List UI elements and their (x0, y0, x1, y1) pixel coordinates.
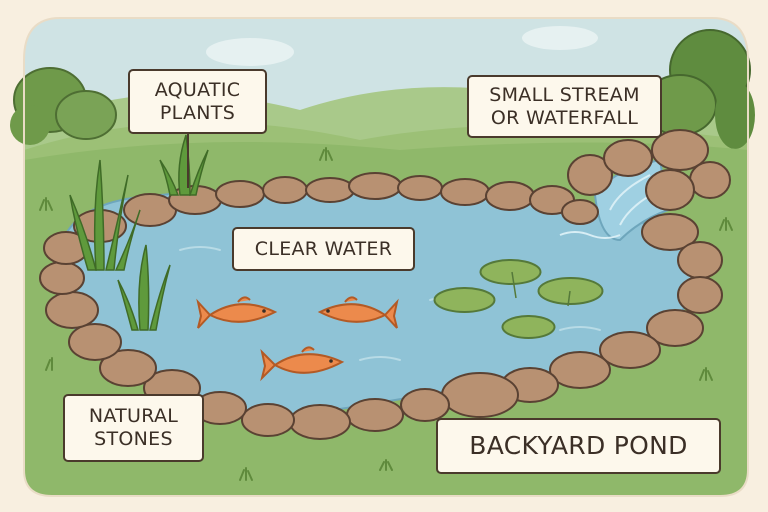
stone-icon (561, 199, 599, 225)
stone-icon (441, 372, 519, 418)
stone-icon (603, 139, 653, 177)
stone-icon (645, 169, 695, 211)
title-backyard-pond: BACKYARD POND (436, 418, 721, 474)
stone-icon (397, 175, 443, 201)
fish-icon (196, 296, 278, 329)
label-natural-stones: NATURAL STONES (63, 394, 204, 462)
stone-icon (485, 181, 535, 211)
lily-pad-icon (433, 259, 604, 339)
label-line: AQUATIC (154, 78, 241, 101)
label-line: OR WATERFALL (490, 106, 639, 129)
stone-icon (348, 172, 402, 200)
stone-icon (400, 388, 450, 422)
title-text: BACKYARD POND (469, 431, 688, 460)
stone-icon (241, 403, 295, 437)
label-line: PLANTS (159, 101, 236, 124)
label-aquatic-plants: AQUATIC PLANTS (128, 69, 267, 134)
stone-icon (68, 323, 122, 361)
stone-icon (99, 349, 157, 387)
fish-icon (317, 296, 399, 329)
stone-icon (45, 291, 99, 329)
stone-icon (262, 176, 308, 204)
stone-icon (641, 213, 699, 251)
reed-icon (69, 134, 209, 271)
stone-icon (567, 154, 613, 196)
stone-icon (599, 331, 661, 369)
stone-border (39, 129, 731, 440)
label-clear-water: CLEAR WATER (232, 227, 415, 271)
stone-icon (440, 178, 490, 206)
stone-icon (677, 241, 723, 279)
stone-icon (289, 404, 351, 440)
label-line: CLEAR WATER (254, 237, 393, 260)
stone-icon (215, 180, 265, 208)
lily-pad-stems (511, 271, 571, 307)
stone-icon (689, 161, 731, 199)
label-small-stream: SMALL STREAM OR WATERFALL (467, 75, 662, 138)
stone-icon (549, 351, 611, 389)
stone-icon (346, 398, 404, 432)
stone-icon (39, 261, 85, 295)
label-line: SMALL STREAM (489, 83, 640, 106)
stone-icon (651, 129, 709, 171)
stone-icon (305, 177, 355, 203)
grass-tufts (39, 147, 733, 481)
left-trees (10, 67, 117, 145)
label-line: STONES (94, 428, 173, 450)
fish-icon (260, 346, 345, 382)
frame-border (23, 17, 749, 497)
stone-icon (677, 276, 723, 314)
reed-icon (117, 244, 171, 331)
label-line: NATURAL (88, 405, 179, 428)
stone-icon (646, 309, 704, 347)
